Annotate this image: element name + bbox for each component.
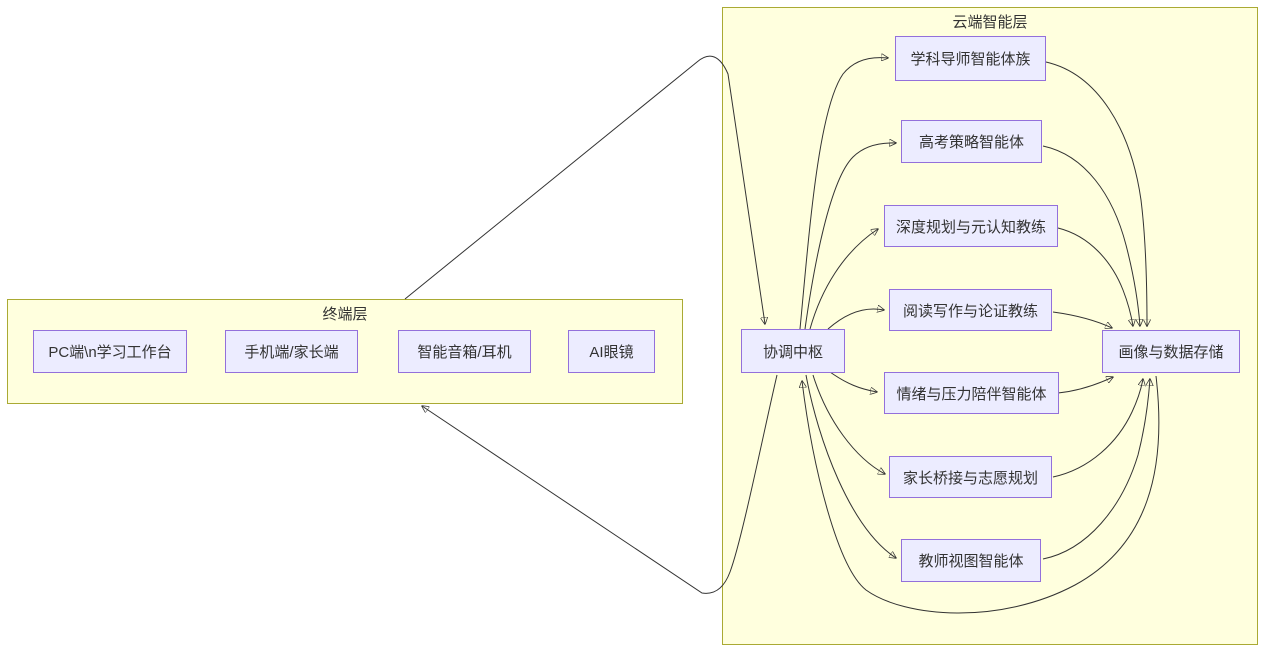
edge-reading-writing-to-storage [1052,311,1112,328]
node-deep-planning-coach: 深度规划与元认知教练 [884,205,1058,247]
node-reading-writing-coach: 阅读写作与论证教练 [889,289,1052,331]
node-label: 阅读写作与论证教练 [902,302,1038,320]
node-label: 情绪与压力陪伴智能体 [896,385,1047,403]
node-coordination-hub: 协调中枢 [741,329,845,373]
edge-hub-to-terminal [422,374,778,594]
node-pc-workbench: PC端\n学习工作台 [33,330,187,373]
edge-hub-to-subject-tutor [799,58,888,330]
edge-subject-tutor-to-storage [1045,61,1147,326]
edge-emotion-support-to-storage [1057,377,1113,394]
node-smart-speaker: 智能音箱/耳机 [398,330,531,373]
node-profile-data-storage: 画像与数据存储 [1102,330,1240,373]
node-label: 智能音箱/耳机 [417,344,512,361]
edge-hub-to-emotion-support [829,371,877,392]
node-label: 高考策略智能体 [918,134,1024,151]
node-phone-parent: 手机端/家长端 [225,330,358,373]
edge-storage-to-hub [802,375,1160,614]
node-label: 家长桥接与志愿规划 [902,469,1038,487]
edge-teacher-view-to-storage [1042,379,1150,560]
node-ai-glasses: AI眼镜 [568,330,655,373]
edge-hub-to-deep-planning [809,229,878,330]
node-subject-tutor-agents: 学科导师智能体族 [895,36,1046,81]
node-label: 教师视图智能体 [918,553,1024,570]
edge-terminal-to-hub [404,55,765,324]
edge-hub-to-reading-writing [827,309,884,330]
node-label: 手机端/家长端 [244,344,339,361]
edge-hub-to-parent-bridge [812,374,885,474]
cluster-cloud-title: 云端智能层 [952,14,1028,31]
node-label: 画像与数据存储 [1118,344,1224,361]
node-gaokao-strategy-agent: 高考策略智能体 [901,120,1042,163]
node-label: 深度规划与元认知教练 [895,218,1046,236]
edge-hub-to-gaokao-strategy [804,143,896,330]
cluster-terminal-title: 终端层 [322,306,368,323]
node-label: PC端\n学习工作台 [48,344,172,361]
node-teacher-view-agent: 教师视图智能体 [901,539,1041,582]
node-label: 协调中枢 [762,343,823,361]
edge-gaokao-strategy-to-storage [1042,145,1140,326]
node-emotion-support-agent: 情绪与压力陪伴智能体 [884,372,1059,414]
node-label: 学科导师智能体族 [910,51,1031,68]
edge-parent-bridge-to-storage [1052,379,1143,478]
node-parent-bridge-agent: 家长桥接与志愿规划 [889,456,1052,498]
edge-hub-to-teacher-view [805,374,896,558]
edge-deep-planning-to-storage [1057,227,1133,326]
node-label: AI眼镜 [589,344,634,361]
